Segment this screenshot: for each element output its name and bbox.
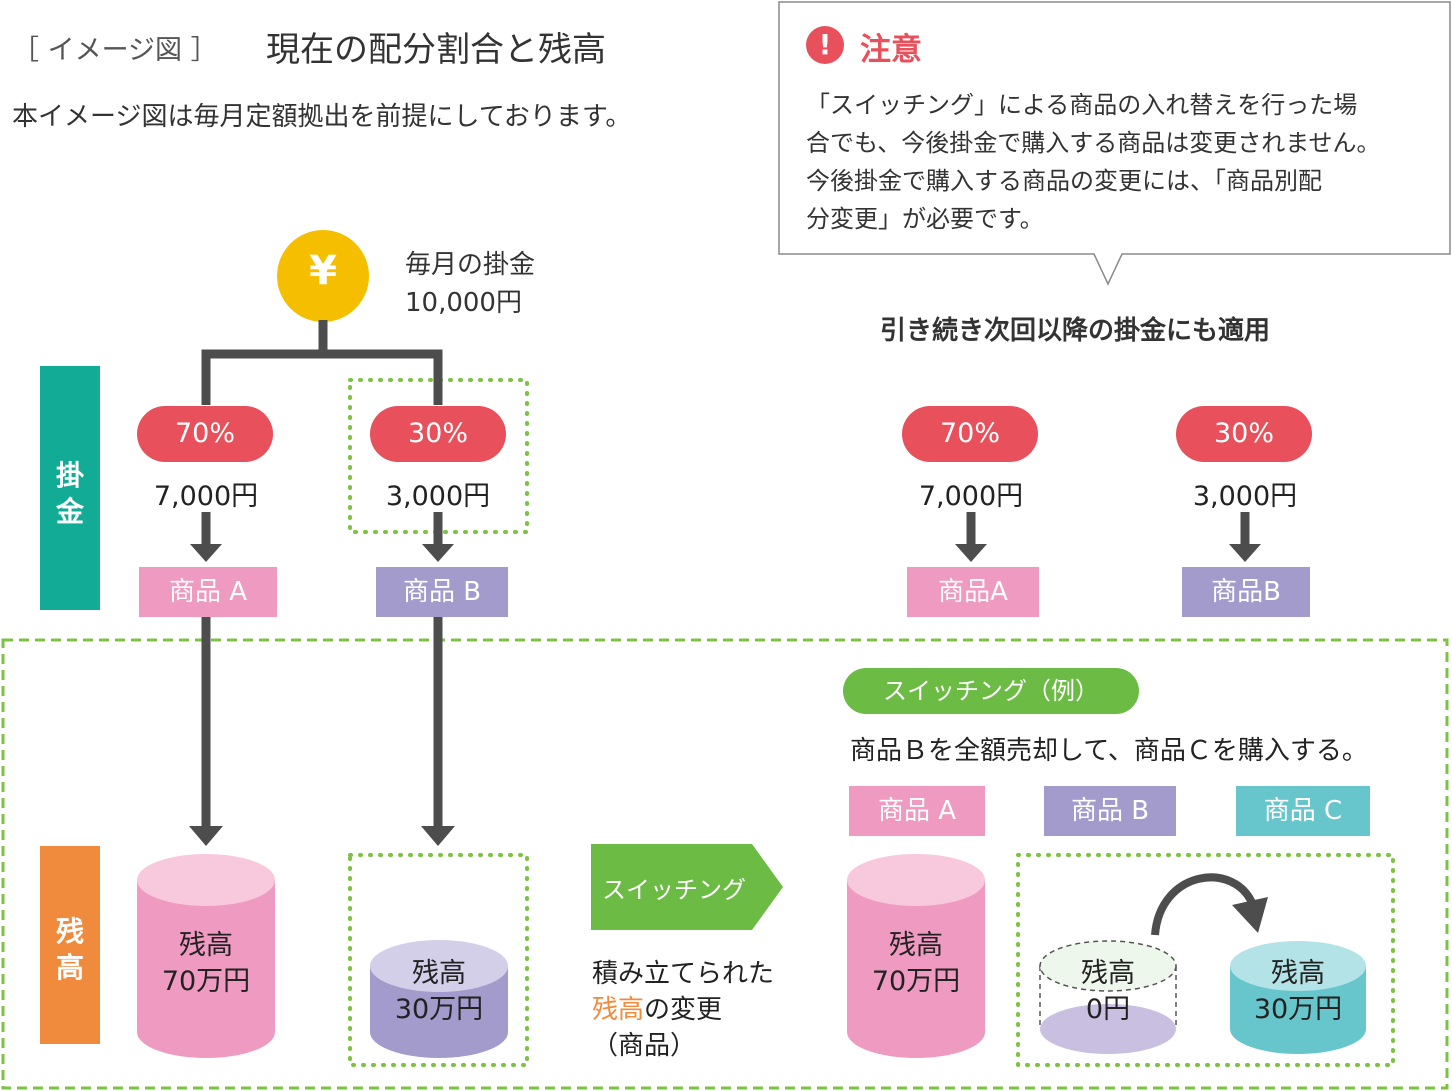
percent-pill-a: 70% xyxy=(137,406,273,462)
exclamation-icon: ! xyxy=(806,26,844,64)
switching-region-frame xyxy=(1,638,1449,1090)
product-a-label: 商品 A xyxy=(139,567,277,617)
header-tag: ［ イメージ図 ］ xyxy=(12,35,218,66)
balance-b-after-amount: 0円 xyxy=(1085,994,1131,1025)
dotted-frame-switch-target xyxy=(1016,853,1395,1067)
notice-line: 分変更」が必要です。 xyxy=(806,205,1044,233)
notice-title: 注意 xyxy=(860,32,922,68)
switching-example-badge: スイッチング（例） xyxy=(843,668,1139,714)
notice-box xyxy=(778,1,1451,286)
balance-a-text: 残高 70万円 xyxy=(137,928,275,1000)
balance-b-after-label: 残高 xyxy=(1081,958,1135,989)
cylinder-balance-c-after xyxy=(1230,941,1366,1054)
cylinder-balance-b xyxy=(370,940,508,1058)
sidebar-zandaka-label: 残高 xyxy=(55,915,84,984)
monthly-amount: 10,000円 xyxy=(405,288,522,318)
switching-arrow-label: スイッチング xyxy=(602,876,746,904)
product-c-after-label: 商品 C xyxy=(1236,786,1370,836)
notice-body: 「スイッチング」による商品の入れ替えを行った場 合でも、今後掛金で購入する商品は… xyxy=(806,86,1381,238)
switching-desc-line3: （商品） xyxy=(592,1031,697,1061)
sidebar-kakekin-label: 掛金 xyxy=(55,459,84,528)
switching-desc-line1: 積み立てられた xyxy=(592,959,775,989)
continue-note: 引き続き次回以降の掛金にも適用 xyxy=(880,316,1271,346)
product-b-label: 商品 B xyxy=(376,567,508,617)
amount-a-future: 7,000円 xyxy=(918,481,1024,512)
amount-b: 3,000円 xyxy=(385,481,491,512)
product-a-after-label: 商品 A xyxy=(849,786,985,836)
arrows-to-products xyxy=(190,512,1261,562)
page-subtitle: 本イメージ図は毎月定額拠出を前提にしております。 xyxy=(12,102,632,132)
cylinder-balance-a-after xyxy=(847,854,985,1058)
balance-c-after-amount: 30万円 xyxy=(1253,994,1343,1025)
product-b-after-label: 商品 B xyxy=(1044,786,1176,836)
balance-b-after-text: 残高 0円 xyxy=(1040,956,1176,1028)
balance-a-label: 残高 xyxy=(179,930,233,961)
amount-b-future: 3,000円 xyxy=(1192,481,1298,512)
yen-symbol: ¥ xyxy=(309,248,337,294)
percent-pill-b: 30% xyxy=(370,406,506,462)
balance-c-after-text: 残高 30万円 xyxy=(1230,956,1366,1028)
coin-icon xyxy=(277,230,369,322)
notice-line: 「スイッチング」による商品の入れ替えを行った場 xyxy=(806,91,1358,119)
percent-pill-b-future: 30% xyxy=(1176,406,1312,462)
page-title: 現在の配分割合と残高 xyxy=(266,30,606,70)
arrows-to-balances xyxy=(189,615,455,846)
switching-description: 積み立てられた 残高の変更 （商品） xyxy=(592,956,774,1064)
switching-desc-rest: の変更 xyxy=(644,995,723,1025)
balance-c-after-label: 残高 xyxy=(1271,958,1325,989)
cylinder-balance-b-after xyxy=(1039,940,1177,1054)
balance-b-text: 残高 30万円 xyxy=(370,956,508,1028)
notice-line: 合でも、今後掛金で購入する商品は変更されません。 xyxy=(806,129,1381,157)
balance-b-amount: 30万円 xyxy=(394,994,484,1025)
balance-a-amount: 70万円 xyxy=(161,966,251,997)
product-b-future-label: 商品B xyxy=(1182,567,1310,617)
sidebar-kakekin: 掛金 xyxy=(40,366,100,610)
amount-a: 7,000円 xyxy=(153,481,259,512)
balance-a-after-text: 残高 70万円 xyxy=(847,928,985,1000)
allocation-connector xyxy=(201,320,443,405)
product-a-future-label: 商品A xyxy=(907,567,1039,617)
switching-example-text: 商品Ｂを全額売却して、商品Ｃを購入する。 xyxy=(850,736,1368,766)
monthly-label: 毎月の掛金 xyxy=(405,250,536,280)
switching-arrow xyxy=(591,844,783,930)
notice-line: 今後掛金で購入する商品の変更には、「商品別配 xyxy=(806,167,1322,195)
sidebar-zandaka: 残高 xyxy=(40,846,100,1044)
percent-pill-a-future: 70% xyxy=(902,406,1038,462)
balance-b-label: 残高 xyxy=(412,958,466,989)
dotted-frame-balance-b xyxy=(348,853,529,1067)
cylinder-balance-a xyxy=(137,854,275,1058)
balance-a-after-amount: 70万円 xyxy=(871,966,961,997)
balance-a-after-label: 残高 xyxy=(889,930,943,961)
switching-desc-highlight: 残高 xyxy=(592,995,645,1025)
transfer-curved-arrow xyxy=(1151,873,1268,936)
